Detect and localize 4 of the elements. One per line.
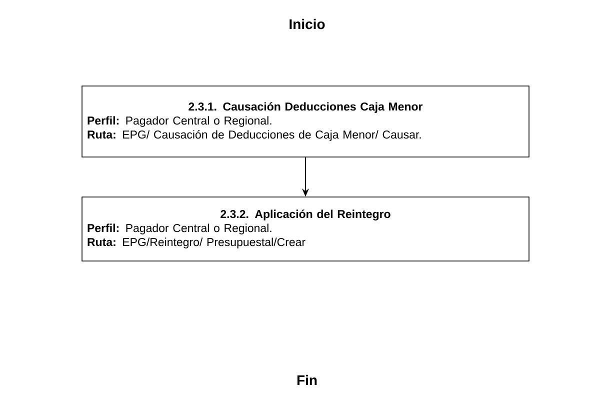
terminal-label: Inicio [290,18,325,30]
terminal-label: Fin [297,374,317,386]
process-box: 2.3.1. Causación Deducciones Caja Menor Perfil: Pagador Central o Regional. Ruta: EPG/ Causación de Deducciones de Caja Menor/ Causar. [82,86,530,158]
process-box: 2.3.2. Aplicación del Reintegro Perfil: Pagador Central o Regional. Ruta: EPG/Reintegro/ Presupuestal/Crear [82,196,530,262]
